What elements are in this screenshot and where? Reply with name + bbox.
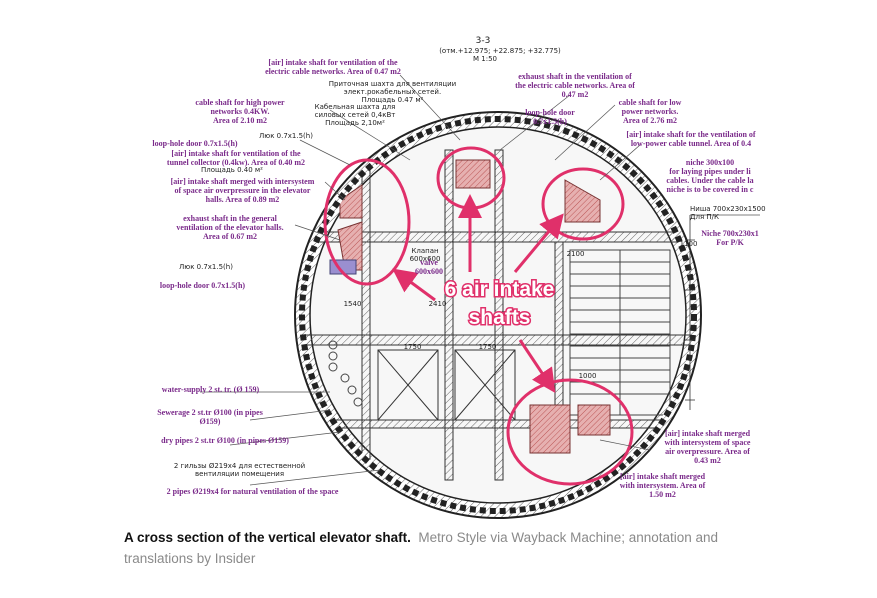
dim-1750b: 1750 <box>478 343 497 351</box>
ru-label-r8: Площадь 0.40 м² <box>201 166 263 174</box>
section-number: 3-3 <box>475 36 491 46</box>
figure-caption: A cross section of the vertical elevator… <box>124 527 764 569</box>
annotation-a12: Niche 700x230x1 For P/K <box>701 229 759 247</box>
annotation-a5: loop-hole door 0.7x1.5(h) <box>152 139 238 148</box>
air-intake-shafts-label: 6 air intake shafts <box>443 277 556 331</box>
annotation-a8: [air] intake shaft for the ventilation o… <box>626 130 756 148</box>
dim-2100: 2100 <box>566 250 585 258</box>
elevator-car-right <box>454 349 516 421</box>
staircase <box>569 249 671 416</box>
annotation-a19: [air] intake shaft merged with intersyst… <box>619 472 706 499</box>
annotation-a4: cable shaft for low power networks. Area… <box>618 98 682 125</box>
annotation-a6: loop-hole door 0.7x1.5(h) <box>525 108 575 126</box>
dim-2410: 2410 <box>428 300 447 308</box>
ru-label-r2: Кабельная шахта для силовых сетей 0,4кВт… <box>314 103 396 127</box>
dim-1750a: 1750 <box>403 343 422 351</box>
pointer-arrows <box>392 194 564 393</box>
annotation-a11: exhaust shaft in the general ventilation… <box>176 214 284 241</box>
annotation-a16: Sewerage 2 st.tr Ø100 (in pipes Ø159) <box>157 408 263 426</box>
annotation-a3: cable shaft for high power networks 0.4K… <box>195 98 285 125</box>
annotation-a17: dry pipes 2 st.tr Ø100 (in pipes Ø159) <box>161 436 289 445</box>
ru-label-r5: Ниша 700x230x1500 Для П/К <box>690 205 766 221</box>
ru-label-r6: Люк 0.7x1.5(h) <box>179 263 233 271</box>
ru-label-r3: Люк 0.7x1.5(h) <box>259 132 313 140</box>
annotation-a7: [air] intake shaft for ventilation of th… <box>166 149 306 167</box>
elevator-car-left <box>377 349 439 421</box>
ru-label-r7: 2 гильзы Ø219x4 для естественной вентиля… <box>173 462 306 478</box>
annotation-a20: 2 pipes Ø219x4 for natural ventilation o… <box>166 487 339 496</box>
annotation-a13: loop-hole door 0.7x1.5(h) <box>159 281 246 290</box>
section-elevations: (отм.+12.975; +22.875; +32.775) <box>439 47 561 55</box>
annotation-a2: exhaust shaft in the ventilation of the … <box>515 72 635 99</box>
annotation-a10: niche 300x100 for laying pipes under li … <box>666 158 754 194</box>
ru-label-r4: Клапан 600x600 <box>409 247 441 263</box>
section-scale: М 1:50 <box>473 55 497 63</box>
annotation-a1: [air] intake shaft for ventilation of th… <box>265 58 401 76</box>
dim-1100: 1100 <box>679 240 698 248</box>
caption-credit: Metro Style via Wayback Machine; annotat… <box>124 530 719 566</box>
annotation-a9: [air] intake shaft merged with intersyst… <box>170 177 315 204</box>
caption-title: A cross section of the vertical elevator… <box>124 530 411 545</box>
ru-label-r1: Приточная шахта для вентиляции элект.рок… <box>328 80 457 104</box>
annotation-a14: valve 600x600 <box>415 258 443 276</box>
dim-1540: 1540 <box>343 300 362 308</box>
annotation-a18: [air] intake shaft merged with intersyst… <box>664 429 751 465</box>
dim-1000: 1000 <box>578 372 597 380</box>
highlight-circles <box>323 146 634 486</box>
annotation-a15: water-supply 2 st. tr. (Ø 159) <box>161 385 260 394</box>
